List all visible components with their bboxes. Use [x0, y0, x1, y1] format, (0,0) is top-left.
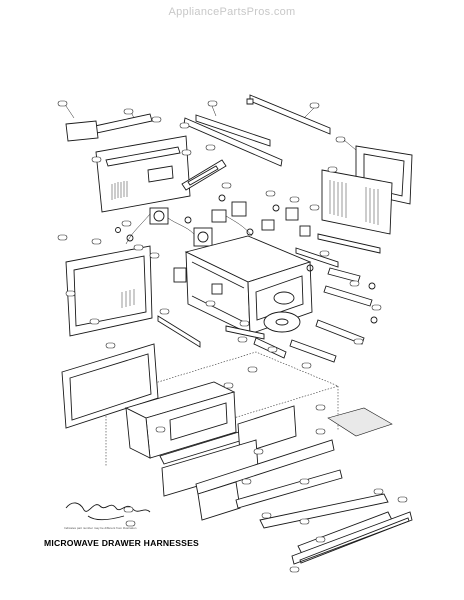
signature-note: Indicates part number may be different f… — [64, 526, 137, 530]
component-cluster — [115, 194, 311, 247]
control-strip — [181, 159, 227, 191]
callout-markers — [57, 100, 408, 573]
rear-panel-left — [95, 135, 191, 213]
back-panel-right — [321, 169, 393, 235]
turntable — [263, 291, 301, 333]
part-legend-signature — [65, 502, 151, 521]
front-glass-panel — [61, 343, 159, 429]
right-brackets — [253, 264, 378, 363]
bottom-rails — [259, 493, 413, 565]
watermark-text: AppliancePartsPros.com — [168, 6, 296, 18]
left-side-panel — [65, 245, 153, 337]
glass-tray — [327, 407, 393, 437]
drawer-front — [161, 439, 343, 521]
cavity-rails — [157, 233, 381, 348]
top-rail-left — [65, 113, 153, 142]
top-rail-center — [183, 94, 331, 167]
diagram-caption: MICROWAVE DRAWER HARNESSES — [44, 538, 199, 548]
